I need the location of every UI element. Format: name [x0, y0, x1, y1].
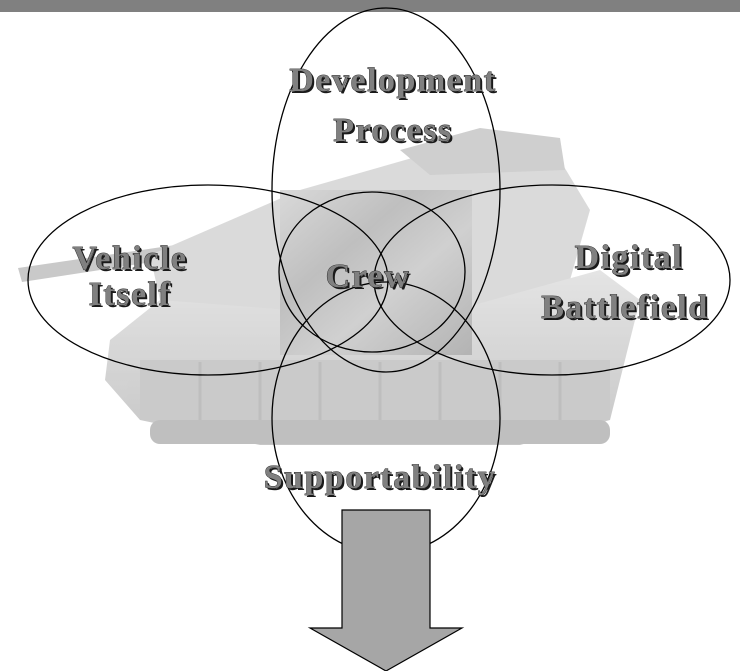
digital-line-1: Digital: [575, 239, 684, 276]
label-crew: Crew Crew: [325, 258, 413, 297]
down-arrow-icon: [307, 509, 465, 671]
crew-label: Crew: [326, 258, 411, 295]
label-vehicle-itself: Vehicle Vehicle Itself Itself: [72, 240, 189, 315]
ellipse-digital-battlefield: [373, 184, 731, 376]
tank-illustration: [18, 128, 640, 445]
ellipse-development-process: [271, 7, 501, 373]
ellipse-crew: [278, 191, 466, 353]
digital-line-1-shadow: Digital: [577, 241, 686, 278]
vehicle-line-1: Vehicle: [72, 240, 187, 277]
label-digital-battlefield: Digital Digital Battlefield Battlefield: [541, 239, 711, 328]
vehicle-line-1-shadow: Vehicle: [74, 242, 189, 279]
top-bar: [0, 0, 740, 12]
vehicle-line-2-shadow: Itself: [91, 278, 174, 315]
digital-line-2-shadow: Battlefield: [543, 291, 711, 328]
development-line-1-shadow: Development: [291, 64, 498, 101]
ellipse-vehicle-itself: [27, 184, 389, 376]
crew-label-shadow: Crew: [328, 260, 413, 297]
development-line-2: Process: [333, 112, 452, 149]
development-line-1: Development: [289, 62, 496, 99]
digital-line-2: Battlefield: [541, 289, 709, 326]
supportability-label: Supportability: [264, 459, 497, 496]
label-development-process: Development Development Process Process: [289, 62, 498, 151]
supportability-label-shadow: Supportability: [266, 461, 499, 498]
vehicle-line-2: Itself: [89, 276, 172, 313]
label-supportability: Supportability Supportability: [263, 459, 499, 498]
development-line-2-shadow: Process: [335, 114, 454, 151]
